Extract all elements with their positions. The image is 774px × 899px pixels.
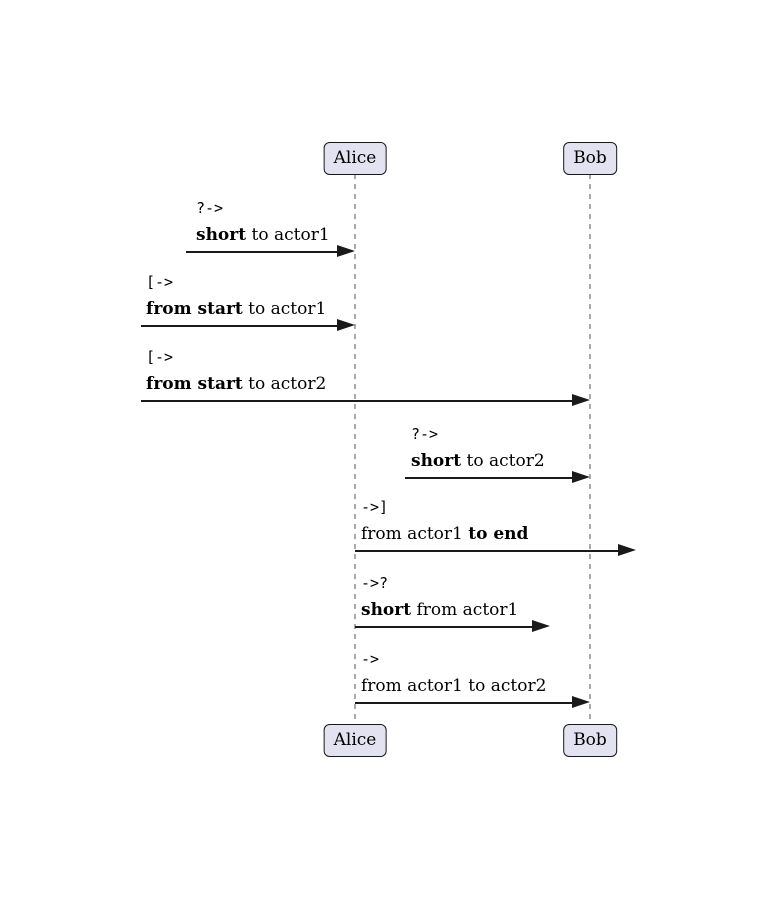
message-operator: ?-> [411,425,439,443]
message-label-part: from start [146,299,243,319]
message-arrow-line [355,550,622,552]
message-label-part: from actor1 [361,524,469,544]
message-label: short to actor2 [411,451,545,471]
message-operator: ->] [361,498,389,516]
message-arrowhead [572,394,590,406]
message-label-part: to actor2 [242,374,327,394]
message-label-part: from actor1 [411,600,519,620]
message-arrowhead [532,620,550,632]
message-arrow-line [355,626,536,628]
message-label-part: to end [468,524,529,544]
message-arrow-line [186,251,341,253]
message-arrow-line [141,325,341,327]
message-label-part: from start [146,374,243,394]
message-arrowhead [337,245,355,257]
message-label-part: short [411,451,462,471]
message-label-part: short [196,225,247,245]
actor-box-bob-top: Bob [563,142,617,175]
message-arrowhead [572,696,590,708]
message-operator: ->? [361,574,389,592]
message-arrow-line [355,702,576,704]
actor-box-alice-bottom: Alice [323,724,387,757]
message-label: from start to actor2 [146,374,326,394]
message-label: from actor1 to end [361,524,528,544]
message-label-part: to actor2 [461,451,545,471]
message-label-part: from actor1 to actor2 [361,676,547,696]
message-label: short from actor1 [361,600,518,620]
message-arrow-line [141,400,576,402]
message-label: short to actor1 [196,225,330,245]
message-arrow-line [405,477,576,479]
message-label-part: to actor1 [242,299,327,319]
message-operator: [-> [146,273,174,291]
message-operator: [-> [146,348,174,366]
message-operator: ?-> [196,199,224,217]
message-label: from actor1 to actor2 [361,676,546,696]
actor-box-bob-bottom: Bob [563,724,617,757]
message-arrowhead [618,544,636,556]
message-label-part: to actor1 [246,225,330,245]
message-operator: -> [361,650,380,668]
message-label: from start to actor1 [146,299,326,319]
actor-box-alice-top: Alice [323,142,387,175]
message-label-part: short [361,600,412,620]
lifeline-alice [354,174,356,725]
message-arrowhead [337,319,355,331]
message-arrowhead [572,471,590,483]
lifeline-bob [589,174,591,725]
